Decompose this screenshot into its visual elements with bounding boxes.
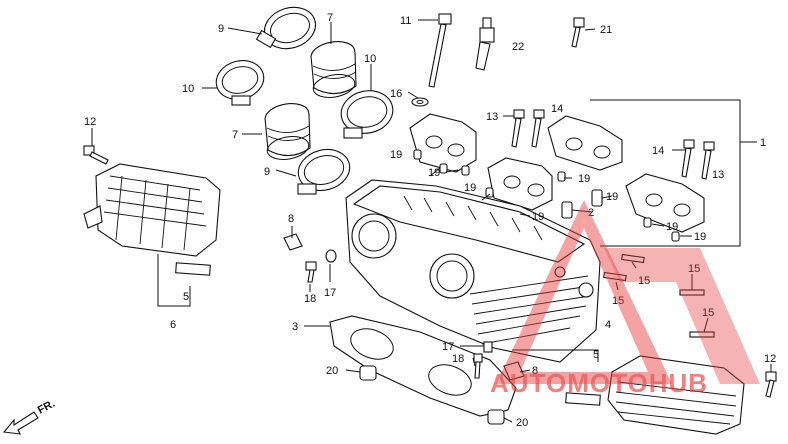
- callout-21: 21: [600, 24, 612, 36]
- cylinder-head: [345, 179, 601, 363]
- callout-17b: 17: [442, 341, 454, 353]
- small-bolt-21: [571, 17, 585, 48]
- callout-19a: 19: [390, 149, 402, 161]
- callout-2: 2: [588, 207, 594, 219]
- callout-19e: 19: [578, 173, 590, 185]
- intake-joint-lower: [264, 103, 311, 160]
- callout-13b: 13: [712, 169, 724, 181]
- bolt-12-left: [83, 145, 109, 165]
- callout-19c: 19: [464, 182, 476, 194]
- dowel-17-lower: [483, 341, 493, 353]
- intake-clamp-lower: [297, 148, 351, 195]
- cover-gasket-right: [565, 392, 601, 406]
- watermark-triangle: [496, 200, 672, 384]
- direction-label: FR.: [36, 398, 57, 417]
- long-bolt: [428, 13, 452, 88]
- callout-9b: 9: [264, 166, 270, 178]
- callout-7a: 7: [327, 12, 333, 24]
- callout-19h: 19: [694, 231, 706, 243]
- callout-4: 4: [605, 319, 611, 331]
- callout-6: 6: [170, 319, 176, 331]
- cam-holder-left: [409, 113, 477, 173]
- callout-11: 11: [400, 15, 411, 27]
- watermark-bar: [604, 248, 760, 384]
- head-cover-right: [607, 355, 745, 435]
- callout-10a: 10: [182, 83, 194, 95]
- callout-7b: 7: [232, 129, 238, 141]
- callout-15a: 15: [638, 275, 650, 287]
- intake-clamp-upper: [255, 6, 317, 50]
- cam-holder-center: [487, 157, 553, 211]
- callout-14b: 14: [652, 145, 664, 157]
- bolt-18: [305, 261, 317, 283]
- callout-22: 22: [512, 41, 524, 53]
- callout-8a: 8: [288, 213, 294, 225]
- callout-8b: 8: [532, 365, 538, 377]
- bracket-line-1: [590, 99, 741, 247]
- cover-gasket-left: [175, 262, 211, 276]
- callout-labels: 9 7 10 10 7 9 11 22 21 16 13 14 1 14 13 …: [84, 12, 776, 429]
- callout-12b: 12: [764, 353, 776, 365]
- callout-17a: 17: [324, 287, 336, 299]
- washer-17: [325, 249, 337, 263]
- bolt-18-lower: [473, 353, 483, 379]
- watermark-text: AUTOMOTOHUB: [490, 368, 708, 398]
- callout-5b: 5: [593, 349, 599, 361]
- bracket-line-6: [157, 254, 191, 307]
- callout-1: 1: [760, 137, 766, 149]
- studs: [603, 253, 715, 338]
- callout-5a: 5: [183, 291, 189, 303]
- bolt-12-right: [765, 371, 777, 398]
- callout-12a: 12: [84, 116, 96, 128]
- callout-15d: 15: [702, 307, 714, 319]
- intake-clamp-left: [215, 60, 265, 106]
- watermark-logo: AUTOMOTOHUB: [490, 200, 760, 398]
- washer-16: [411, 97, 429, 107]
- callout-15c: 15: [688, 263, 700, 275]
- spark-plug: [475, 17, 495, 71]
- callout-20b: 20: [516, 417, 528, 429]
- callout-19b: 19: [428, 167, 440, 179]
- bracket-line-4: [512, 349, 599, 362]
- bracket-8: [283, 233, 303, 251]
- callout-9a: 9: [218, 23, 224, 35]
- cam-holder-right: [625, 173, 705, 233]
- callout-19d: 19: [532, 211, 544, 223]
- collar-20-left: [359, 365, 377, 381]
- intake-joint-upper: [310, 41, 357, 98]
- cam-holder-bolts: [511, 109, 715, 180]
- callout-13a: 13: [486, 111, 498, 123]
- head-cover-left: [83, 163, 221, 257]
- callout-16: 16: [390, 88, 402, 100]
- leader-lines: [91, 19, 772, 423]
- bracket-8-lower: [503, 361, 525, 381]
- collar-20-right: [487, 409, 505, 425]
- callout-14a: 14: [551, 103, 563, 115]
- callout-3: 3: [292, 321, 298, 333]
- head-gasket: [329, 315, 517, 417]
- callout-15b: 15: [612, 295, 624, 307]
- callout-20a: 20: [326, 365, 338, 377]
- front-direction-arrow: FR.: [2, 398, 57, 435]
- callout-19f: 19: [606, 191, 618, 203]
- callout-19g: 19: [666, 221, 678, 233]
- callout-18b: 18: [452, 353, 464, 365]
- callout-10b: 10: [364, 53, 376, 65]
- intake-clamp-right: [340, 90, 394, 139]
- cam-holder-right-top: [547, 115, 623, 171]
- callout-18a: 18: [304, 293, 316, 305]
